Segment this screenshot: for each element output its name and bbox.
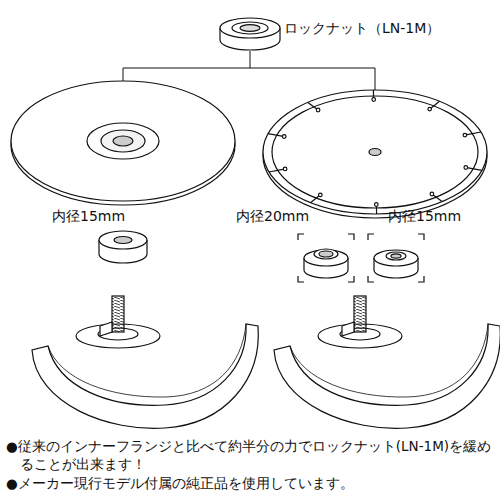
- wheel-guard: [32, 296, 258, 428]
- note: ●従来のインナーフランジと比べて約半分の力でロックナット(LN-1M)を緩めるこ…: [6, 437, 494, 473]
- part-name: ロックナット（LN-1M）: [284, 20, 440, 37]
- blade-slot: [311, 195, 320, 202]
- inner-flange-15: [368, 234, 424, 282]
- blade-slot-hole: [372, 98, 376, 102]
- dimension: 内径15mm: [52, 208, 125, 225]
- blade-slot-hole: [430, 192, 434, 196]
- blade-slot: [430, 101, 439, 108]
- inner-flange-20: [298, 234, 354, 282]
- grinding-disc: [11, 81, 235, 205]
- blade-slot: [269, 169, 284, 172]
- blade-slot: [268, 134, 283, 137]
- blade-slot: [467, 168, 482, 171]
- note: ●メーカー現行モデル付属の純正品を使用しています。: [6, 474, 494, 492]
- lock-nut: [220, 18, 280, 50]
- blade-slot-hole: [464, 166, 468, 170]
- blade-slot-hole: [319, 193, 323, 197]
- blade-slot-hole: [282, 135, 286, 139]
- blade-slot-hole: [463, 133, 467, 137]
- dimension: 内径20mm: [236, 208, 309, 225]
- inner-flange: [99, 231, 147, 263]
- blade-slot-hole: [316, 108, 320, 112]
- blade-slot-hole: [428, 107, 432, 111]
- wheel-guard: [274, 296, 500, 428]
- dimension: 内径15mm: [388, 208, 461, 225]
- diamond-blade: [263, 90, 487, 218]
- blade-slot: [466, 132, 481, 135]
- blade-slot: [308, 102, 318, 109]
- blade-slot-hole: [375, 203, 379, 207]
- blade-slot-hole: [283, 167, 287, 171]
- blade-slot: [433, 194, 443, 201]
